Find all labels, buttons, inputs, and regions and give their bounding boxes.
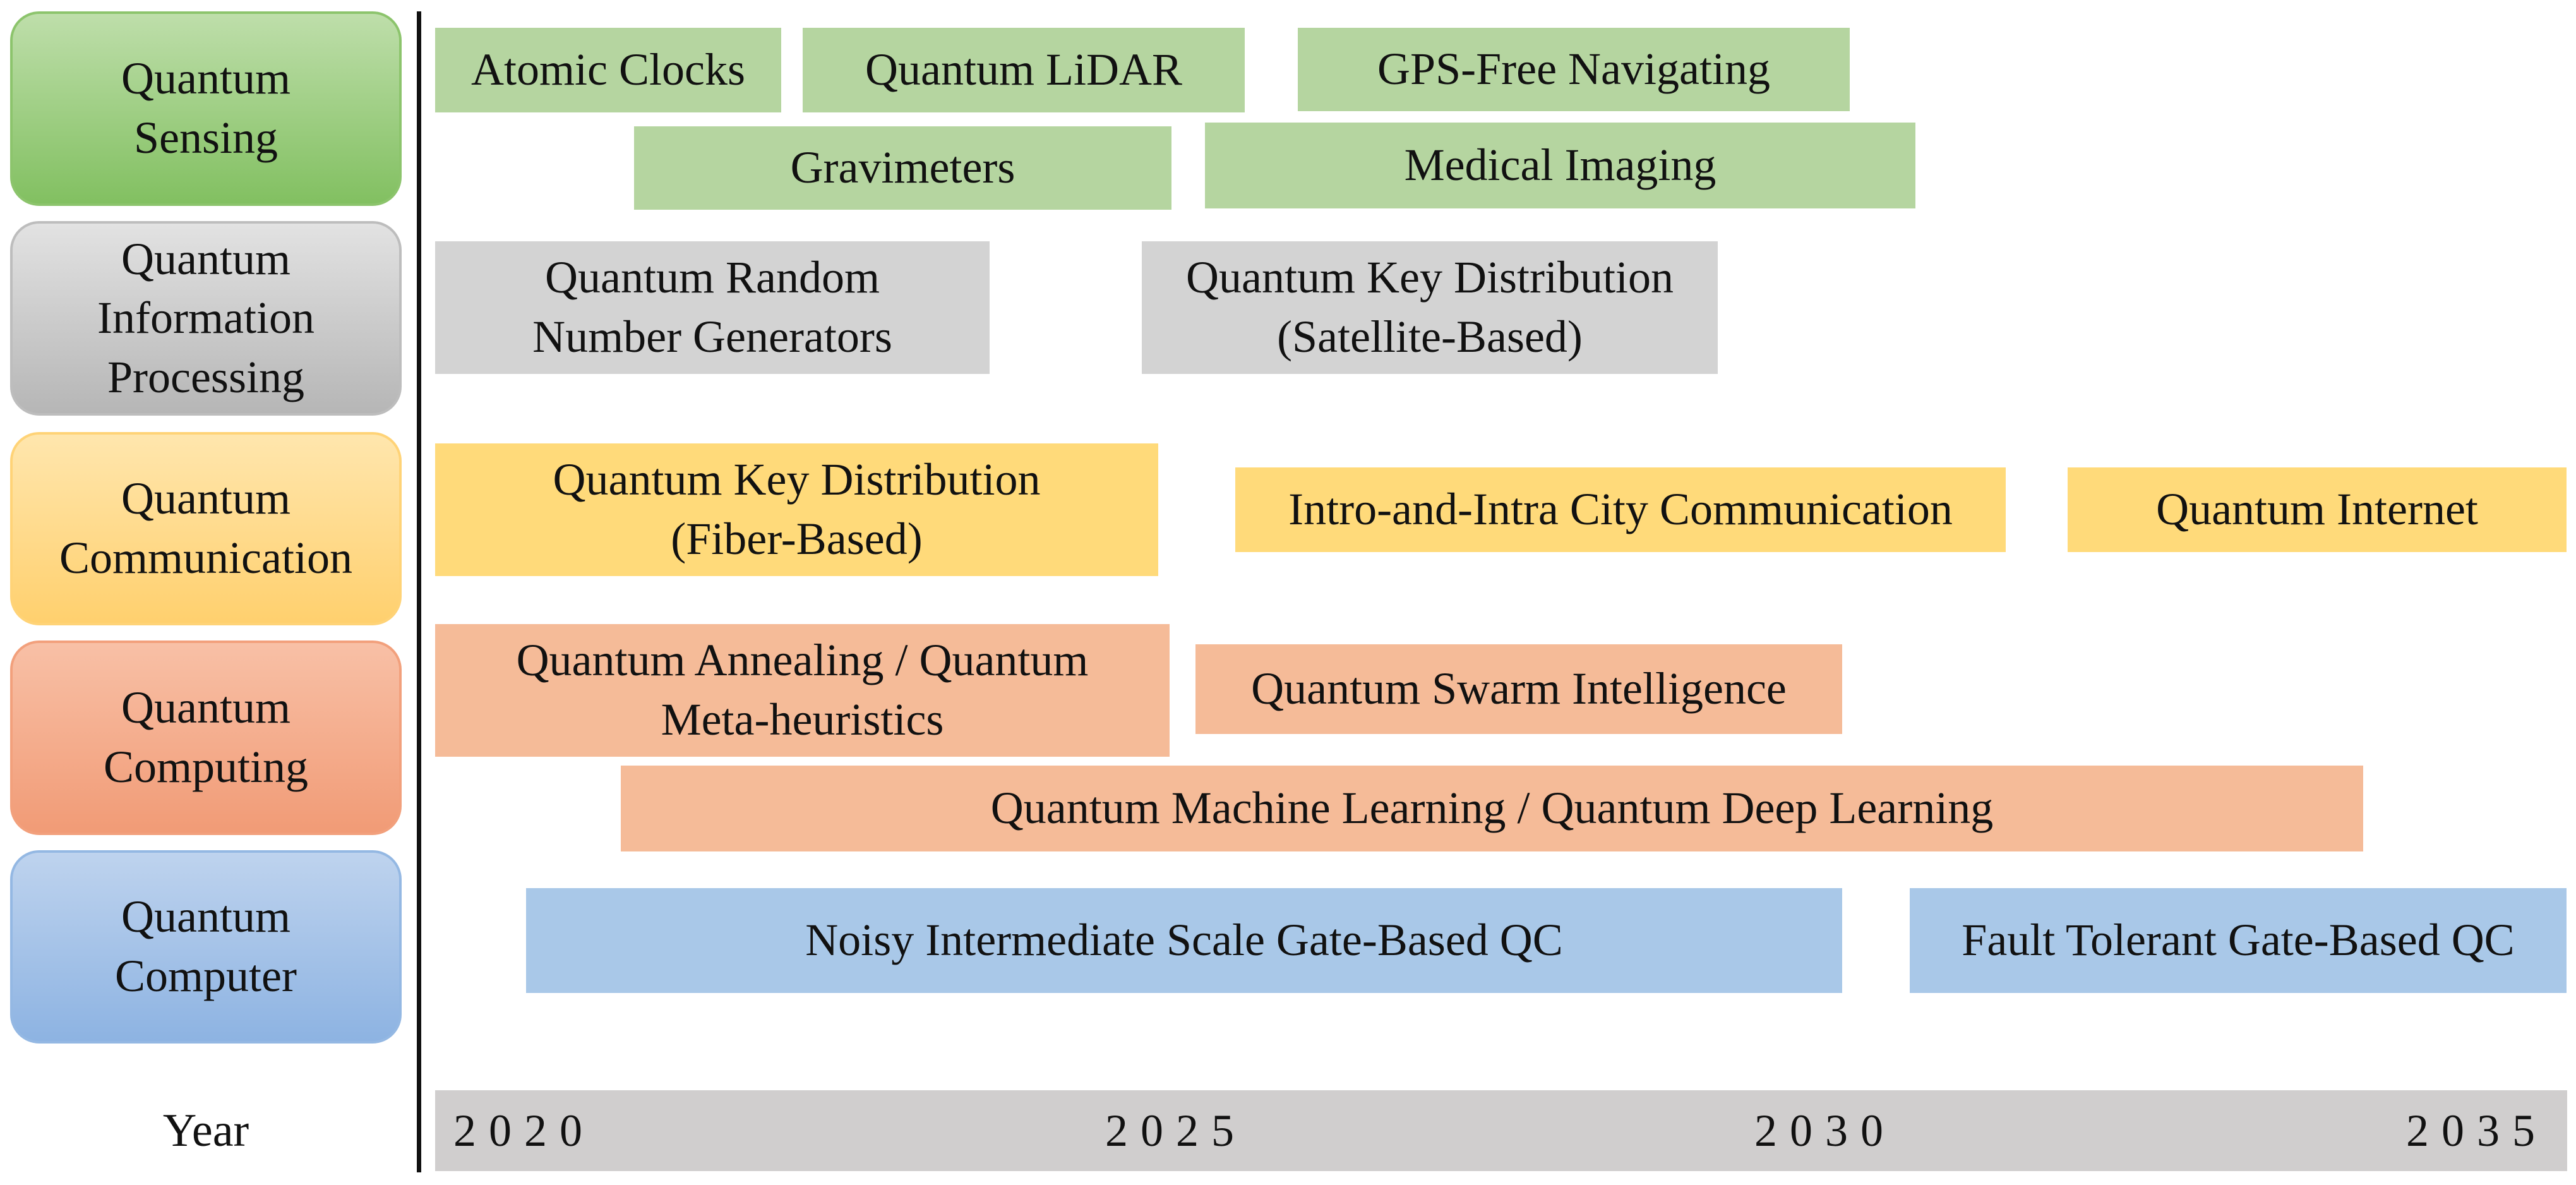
category-quantum-computer: Quantum Computer bbox=[10, 850, 402, 1044]
bar-gravimeters: Gravimeters bbox=[634, 126, 1171, 210]
year-tick-2020: 2020 bbox=[453, 1105, 595, 1156]
category-quantum-information-processing: Quantum Information Processing bbox=[10, 221, 402, 416]
bar-intro-and-intra-city-communication: Intro-and-Intra City Communication bbox=[1235, 467, 2006, 552]
bar-quantum-internet: Quantum Internet bbox=[2068, 467, 2567, 552]
bar-quantum-swarm-intelligence: Quantum Swarm Intelligence bbox=[1195, 644, 1842, 734]
year-axis bbox=[435, 1090, 2567, 1171]
year-label: Year bbox=[162, 1104, 249, 1157]
year-tick-2025: 2025 bbox=[1105, 1105, 1247, 1156]
bar-noisy-intermediate-scale-qc: Noisy Intermediate Scale Gate-Based QC bbox=[526, 888, 1842, 993]
category-quantum-communication: Quantum Communication bbox=[10, 432, 402, 625]
bar-quantum-annealing-meta-heuristics: Quantum Annealing / Quantum Meta-heurist… bbox=[435, 624, 1170, 757]
bar-quantum-lidar: Quantum LiDAR bbox=[803, 28, 1245, 112]
year-tick-2035: 2035 bbox=[2406, 1105, 2548, 1156]
timeline-divider bbox=[417, 11, 421, 1172]
bar-quantum-machine-learning: Quantum Machine Learning / Quantum Deep … bbox=[621, 766, 2363, 851]
category-quantum-computing: Quantum Computing bbox=[10, 641, 402, 835]
bar-quantum-random-number-generators: Quantum Random Number Generators bbox=[435, 241, 990, 374]
year-tick-2030: 2030 bbox=[1754, 1105, 1896, 1156]
bar-fault-tolerant-qc: Fault Tolerant Gate-Based QC bbox=[1910, 888, 2567, 993]
bar-atomic-clocks: Atomic Clocks bbox=[435, 28, 781, 112]
bar-qkd-fiber-based: Quantum Key Distribution (Fiber-Based) bbox=[435, 443, 1158, 576]
bar-qkd-satellite-based: Quantum Key Distribution (Satellite-Base… bbox=[1142, 241, 1718, 374]
bar-gps-free-navigating: GPS-Free Navigating bbox=[1298, 28, 1850, 111]
category-quantum-sensing: Quantum Sensing bbox=[10, 11, 402, 206]
bar-medical-imaging: Medical Imaging bbox=[1205, 123, 1915, 208]
